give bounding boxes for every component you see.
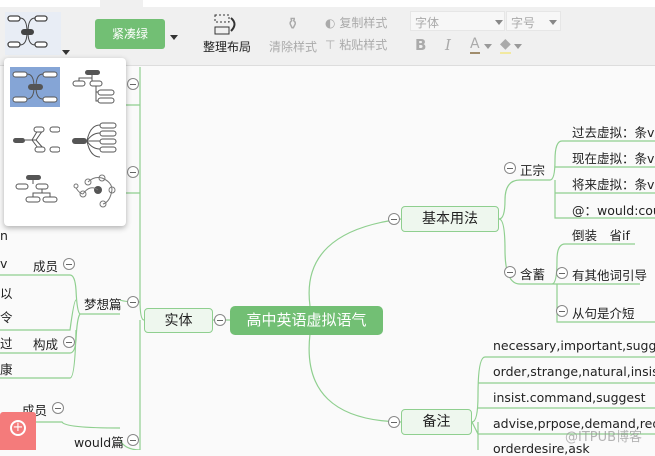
font-family-select[interactable]: 字体 <box>410 11 505 31</box>
theme-button[interactable]: 紧凑绿 <box>95 19 165 49</box>
collapse-toggle[interactable] <box>214 314 226 326</box>
main-topic-basic-usage[interactable]: 基本用法 <box>401 206 499 232</box>
main-topic-notes[interactable]: 备注 <box>401 409 472 435</box>
list-item[interactable]: @：would:cou <box>572 203 655 218</box>
group-dream[interactable]: 梦想篇 <box>84 297 122 312</box>
add-fab-button[interactable]: + <box>0 412 36 450</box>
clear-style-button[interactable]: ⚱ 清除样式 <box>268 14 320 56</box>
topic-zhengzong[interactable]: 正宗 <box>520 163 546 178</box>
list-item[interactable]: 倒装 省if <box>572 228 630 243</box>
collapse-toggle[interactable] <box>127 296 139 308</box>
main-topic-entity[interactable]: 实体 <box>144 308 213 333</box>
italic-button[interactable]: I <box>445 36 451 54</box>
arrange-button[interactable]: 整理布局 <box>200 12 255 56</box>
list-item[interactable]: 现在虚拟：条v过 <box>572 151 655 166</box>
theme-dropdown-caret[interactable] <box>170 35 178 40</box>
root-node[interactable]: 高中英语虚拟语气 <box>230 306 383 335</box>
left-fragment[interactable]: 过 <box>0 336 13 351</box>
copy-style-label: 复制样式 <box>339 16 388 30</box>
arrange-layout-icon <box>214 14 236 35</box>
fill-color-icon[interactable]: ◆ <box>500 36 511 54</box>
topic-hanxu[interactable]: 含蓄 <box>520 267 546 282</box>
collapse-toggle[interactable] <box>63 336 75 348</box>
top-strip <box>0 0 655 7</box>
left-fragment[interactable]: v <box>0 256 8 271</box>
layout-menu <box>4 58 126 226</box>
left-fragment[interactable]: 令 <box>0 310 13 325</box>
list-item[interactable]: advise,prpose,demand,requi <box>493 416 655 431</box>
paste-style-button[interactable]: ⊤ 粘贴样式 <box>325 36 395 52</box>
arrange-label: 整理布局 <box>203 40 252 54</box>
layout-option-fishbone[interactable] <box>10 120 61 160</box>
list-item[interactable]: order,strange,natural,insist <box>493 364 655 379</box>
palette-icon: ◐ <box>325 16 336 30</box>
copy-style-button[interactable]: ◐ 复制样式 <box>325 14 395 30</box>
layout-option-org-down[interactable] <box>10 172 60 212</box>
font-color-button[interactable]: A <box>470 36 480 54</box>
logical-map-icon <box>12 71 58 103</box>
layout-dropdown-caret[interactable] <box>62 50 70 55</box>
sub-member[interactable]: 成员 <box>33 259 59 274</box>
left-fragment[interactable]: n <box>0 228 8 243</box>
broom-icon: ⚱ <box>286 14 300 33</box>
paint-roller-icon: ⊤ <box>325 38 336 52</box>
toolbar: 紧凑绿 整理布局 ⚱ 清除样式 ◐ 复制样式 ⊤ 粘贴样式 字体 字号 B I … <box>0 0 655 66</box>
paste-style-label: 粘贴样式 <box>339 38 388 52</box>
collapse-toggle[interactable] <box>63 258 75 270</box>
group-would[interactable]: would篇 <box>74 435 124 450</box>
clear-style-label: 清除样式 <box>269 40 318 54</box>
chevron-down-icon <box>484 44 492 49</box>
org-chart-down-icon <box>15 175 58 203</box>
collapse-toggle[interactable] <box>388 213 400 225</box>
collapse-toggle[interactable] <box>127 166 139 178</box>
collapse-toggle[interactable] <box>127 78 139 90</box>
collapse-toggle[interactable] <box>127 434 139 446</box>
collapse-toggle[interactable] <box>52 402 64 414</box>
list-item[interactable]: insist.command,suggest <box>493 390 646 405</box>
chevron-down-icon <box>549 20 557 25</box>
layout-option-bubble[interactable] <box>70 172 120 212</box>
list-item[interactable]: 有其他词引导 <box>572 268 648 283</box>
chevron-down-icon <box>514 44 522 49</box>
chevron-down-icon <box>495 20 503 25</box>
collapse-toggle[interactable] <box>556 305 568 317</box>
bold-button[interactable]: B <box>415 36 427 54</box>
collapse-toggle[interactable] <box>556 267 568 279</box>
logical-map-icon <box>7 15 48 48</box>
org-chart-right-icon <box>72 70 115 104</box>
plus-circle-icon: + <box>10 420 26 436</box>
left-fragment[interactable]: 以 <box>0 286 13 301</box>
layout-button[interactable] <box>5 12 61 55</box>
left-fragment[interactable]: 康 <box>0 362 13 377</box>
layout-option-tree-right[interactable] <box>70 120 120 160</box>
list-item[interactable]: 将来虚拟：条v过 <box>572 177 655 192</box>
layout-option-org-right[interactable] <box>70 67 120 107</box>
fishbone-icon <box>13 126 61 153</box>
sub-structure[interactable]: 构成 <box>33 337 59 352</box>
tree-right-icon <box>72 122 117 158</box>
watermark: @ITPUB博客 <box>565 430 643 445</box>
bubble-map-icon <box>73 174 116 208</box>
font-family-placeholder: 字体 <box>415 16 440 30</box>
list-item[interactable]: necessary,important,suggest <box>493 338 655 353</box>
collapse-toggle[interactable] <box>388 416 400 428</box>
font-size-select[interactable]: 字号 <box>506 11 561 31</box>
collapse-toggle[interactable] <box>504 162 516 174</box>
list-item[interactable]: 从句是介短 <box>572 306 635 321</box>
font-size-placeholder: 字号 <box>511 16 536 30</box>
layout-option-logical-map[interactable] <box>10 67 60 107</box>
list-item[interactable]: 过去虚拟：条v过 <box>572 125 655 140</box>
collapse-toggle[interactable] <box>504 266 516 278</box>
